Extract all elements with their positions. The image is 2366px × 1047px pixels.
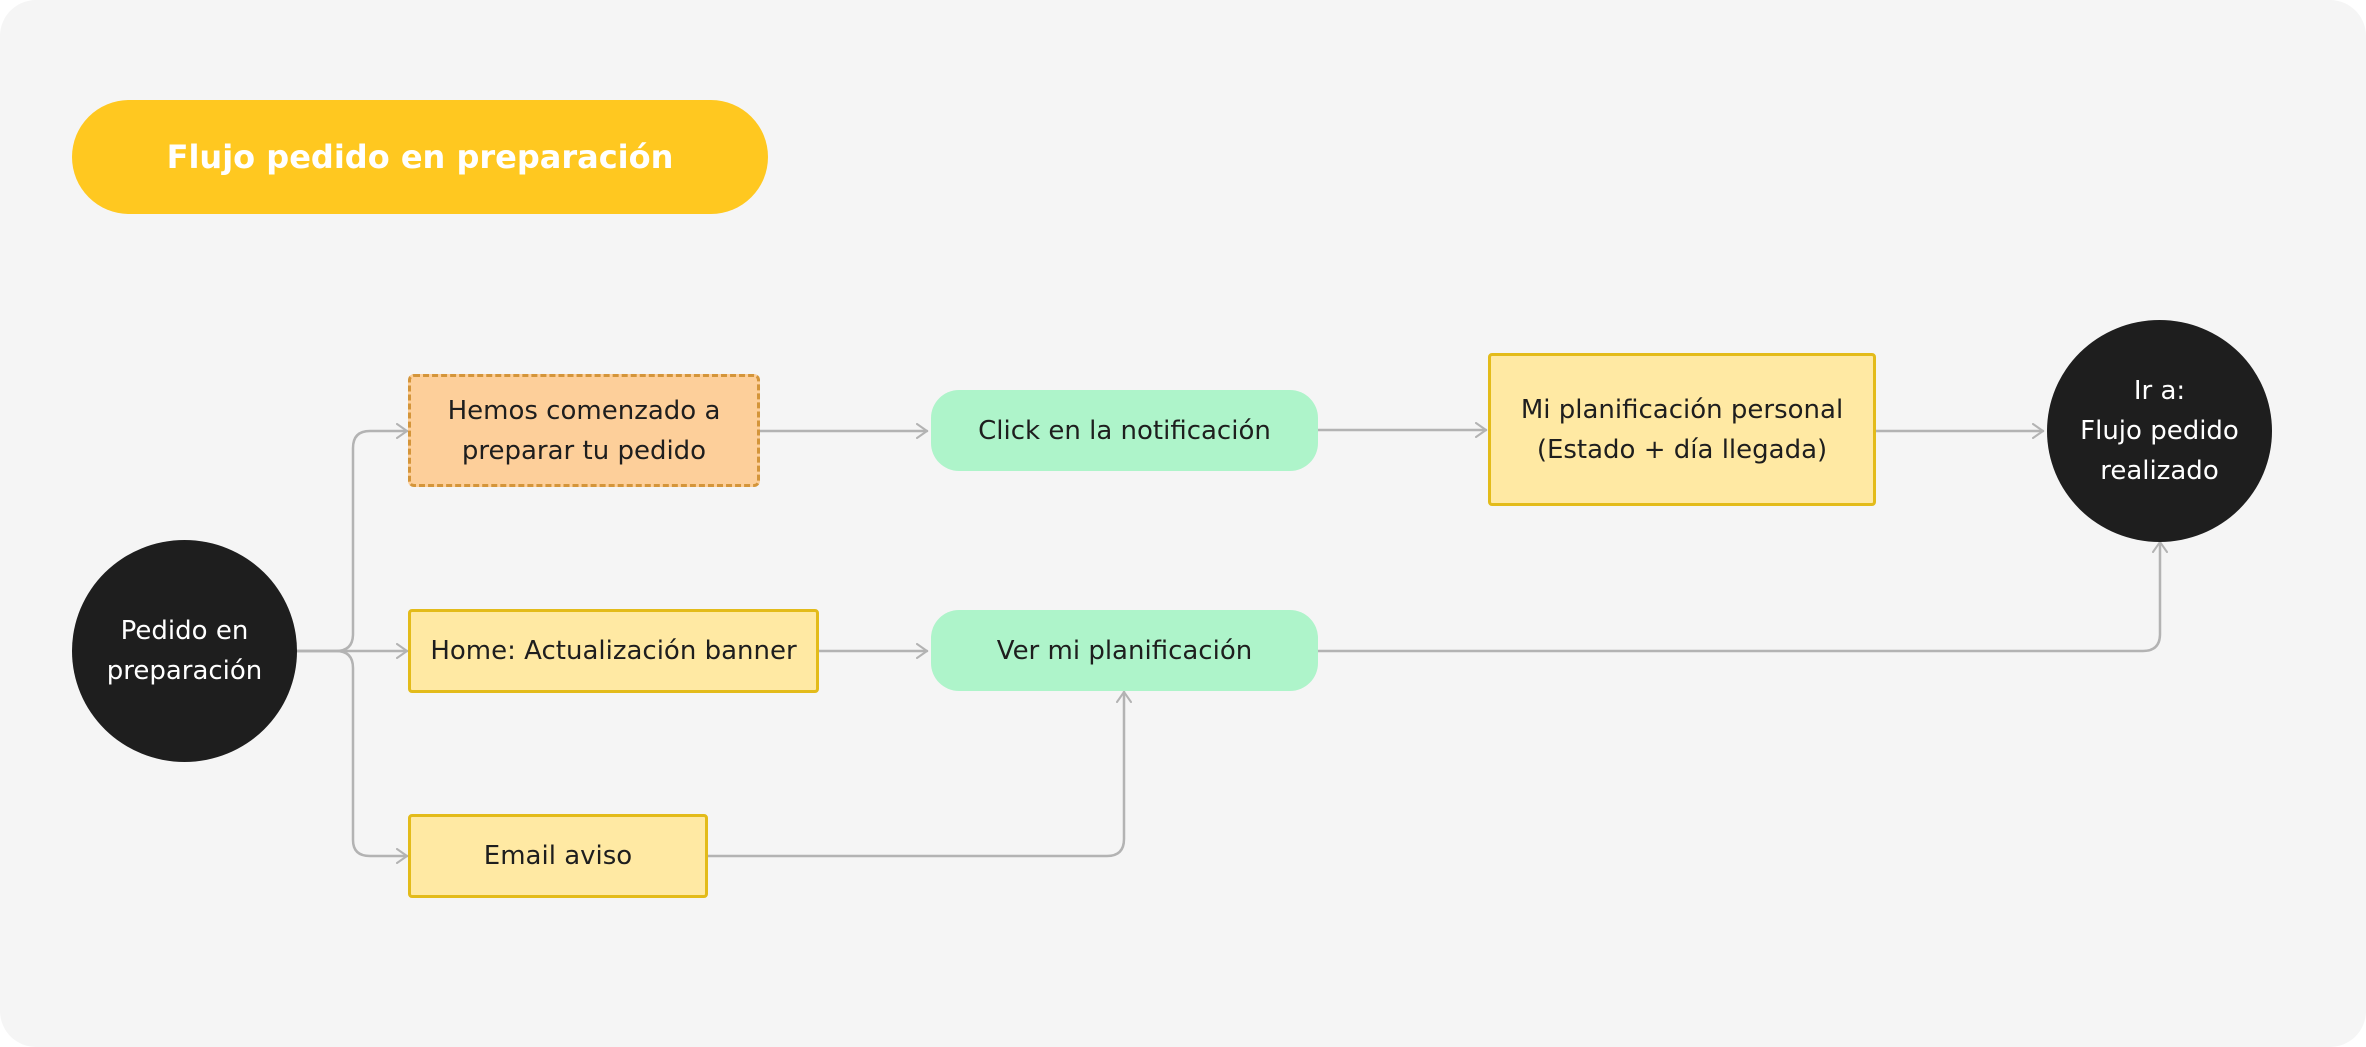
- see-planning-node-label: Ver mi planificación: [996, 635, 1253, 666]
- go-to-node-label: Ir a: Flujo pedido realizado: [2080, 376, 2239, 486]
- home-banner-node-label: Home: Actualización banner: [430, 636, 797, 666]
- notification-node: Hemos comenzado a preparar tu pedido: [408, 374, 760, 487]
- see-planning-node: Ver mi planificación: [931, 610, 1318, 691]
- start-node-label: Pedido en preparación: [106, 616, 263, 686]
- start-node: Pedido en preparación: [72, 540, 297, 762]
- connector-email-to-planning: [706, 690, 1132, 858]
- diagram-title-text: Flujo pedido en preparación: [166, 138, 674, 176]
- click-notification-node: Click en la notificación: [931, 390, 1318, 471]
- email-node-label: Email aviso: [483, 841, 633, 871]
- go-to-node: Ir a: Flujo pedido realizado: [2047, 320, 2272, 542]
- home-banner-node: Home: Actualización banner: [408, 609, 819, 693]
- diagram-title: Flujo pedido en preparación: [72, 100, 768, 214]
- email-node: Email aviso: [408, 814, 708, 898]
- click-notification-node-label: Click en la notificación: [978, 415, 1271, 446]
- personal-planning-node: Mi planificación personal (Estado + día …: [1488, 353, 1876, 506]
- connector-start-to-email: [295, 649, 409, 864]
- personal-planning-node-label: Mi planificación personal (Estado + día …: [1520, 394, 1844, 465]
- connector-start-to-notification: [295, 423, 409, 653]
- notification-node-label: Hemos comenzado a preparar tu pedido: [447, 395, 721, 466]
- connector-see-planning-to-go-to: [1316, 540, 2168, 653]
